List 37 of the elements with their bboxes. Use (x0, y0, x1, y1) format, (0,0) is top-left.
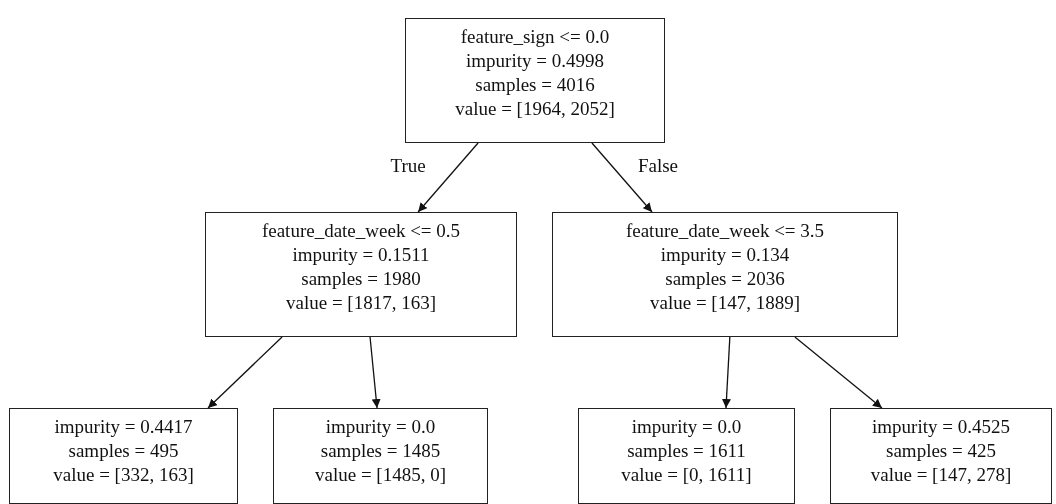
arrow (794, 336, 883, 409)
node-text: samples = 1980 (301, 267, 421, 291)
tree-node-box (578, 408, 795, 504)
node-text: samples = 4016 (475, 73, 595, 97)
node-text: feature_date_week <= 3.5 (625, 219, 825, 243)
node-text: value = [147, 1889] (650, 291, 800, 315)
arrow (722, 336, 731, 409)
tree-node-box (9, 408, 238, 504)
arrow (591, 142, 653, 213)
node-text: value = [0, 1611] (621, 463, 752, 487)
node-text: impurity = 0.0 (631, 415, 742, 439)
node-text: value = [147, 278] (870, 463, 1012, 487)
arrow (207, 336, 283, 409)
tree-node-box (205, 212, 517, 337)
node-text: feature_date_week <= 0.5 (261, 219, 461, 243)
node-text: impurity = 0.134 (660, 243, 790, 267)
node-text: value = [332, 163] (53, 463, 194, 487)
node-text: samples = 1611 (627, 439, 746, 463)
node-text: samples = 495 (68, 439, 179, 463)
node-text: value = [1817, 163] (286, 291, 436, 315)
node-text: impurity = 0.0 (325, 415, 436, 439)
node-text: feature_sign <= 0.0 (460, 25, 610, 49)
tree-node-box (273, 408, 488, 504)
node-text: value = [1964, 2052] (455, 97, 615, 121)
node-text: samples = 425 (886, 439, 996, 463)
node-text: samples = 2036 (665, 267, 785, 291)
tree-node-box (552, 212, 898, 337)
arrow (369, 336, 381, 409)
node-text: value = [1485, 0] (315, 463, 446, 487)
node-text: impurity = 0.4525 (872, 415, 1010, 439)
node-text: impurity = 0.4417 (54, 415, 193, 439)
node-text: samples = 1485 (320, 439, 441, 463)
node-text: impurity = 0.1511 (292, 243, 430, 267)
tree-node-box (405, 18, 665, 143)
arrow (417, 142, 479, 213)
node-text: impurity = 0.4998 (466, 49, 604, 73)
tree-node-box (830, 408, 1052, 504)
